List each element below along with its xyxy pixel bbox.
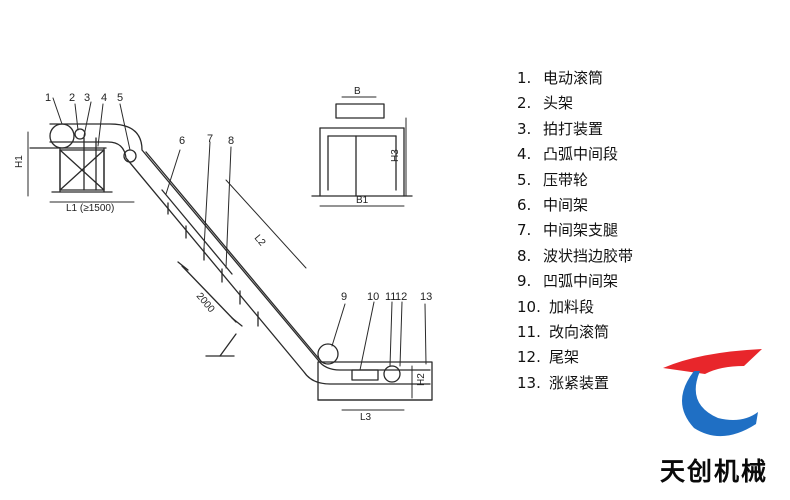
side-view-frame	[311, 103, 413, 197]
callout-6: 6	[179, 135, 185, 147]
dim-h2: H2	[416, 373, 427, 386]
callout-2: 2	[69, 92, 75, 104]
legend-item: 2.头架	[517, 94, 574, 113]
tail-frame	[317, 361, 433, 401]
legend-item: 10.加料段	[517, 297, 595, 316]
callout-4: 4	[101, 92, 107, 104]
beater-device	[74, 128, 86, 140]
brand-name: 天创机械	[660, 457, 769, 486]
legend-item: 11.改向滚筒	[517, 322, 610, 341]
dim-2000: 2000	[194, 291, 217, 315]
callout-1: 1	[45, 92, 51, 104]
corrugated-belt	[49, 123, 431, 385]
head-frame	[29, 137, 113, 193]
legend-item: 9.凹弧中间架	[517, 272, 619, 291]
callout-numbers: 1 2 3 4 5 6 7 8 9 10 11 12 13	[45, 92, 432, 303]
legend-item: 13.涨紧装置	[517, 373, 610, 392]
dim-b1: B1	[356, 195, 369, 206]
callout-10: 10	[367, 291, 379, 303]
dim-h1: H1	[14, 155, 25, 168]
dim-l1: L1 (≥1500)	[66, 203, 114, 214]
callout-7: 7	[207, 133, 213, 145]
brand-logo-icon	[663, 349, 762, 437]
dim-l2: L2	[252, 233, 268, 249]
legend-item: 1.电动滚筒	[517, 69, 604, 87]
drive-drum	[49, 123, 75, 149]
dim-l3: L3	[360, 412, 372, 423]
spacing-dimension	[177, 261, 243, 327]
legend-item: 5.压带轮	[517, 170, 589, 189]
legend-item: 12.尾架	[517, 348, 580, 367]
callout-13: 13	[420, 291, 432, 303]
dim-h3: H3	[390, 149, 401, 162]
callout-3: 3	[84, 92, 90, 104]
callout-8: 8	[228, 135, 234, 147]
legend-item: 3.拍打装置	[517, 119, 604, 138]
dimension-lines	[27, 96, 413, 411]
callout-5: 5	[117, 92, 123, 104]
leader-lines	[52, 97, 427, 371]
legend-item: 4.凸弧中间段	[517, 145, 619, 164]
dim-b: B	[354, 86, 361, 97]
legend-item: 7.中间架支腿	[517, 221, 619, 240]
callout-9: 9	[341, 291, 347, 303]
support-legs	[167, 202, 259, 327]
legend-item: 6.中间架	[517, 195, 589, 214]
middle-frame	[145, 151, 321, 361]
legend-list: 1.电动滚筒 2.头架 3.拍打装置 4.凸弧中间段 5.压带轮 6.中间架 7…	[517, 66, 633, 396]
concave-arc-section	[317, 343, 339, 365]
callout-11: 11	[385, 291, 396, 303]
return-drum	[383, 365, 401, 383]
legend-item: 8.波状挡边胶带	[517, 246, 634, 265]
callout-12: 12	[395, 291, 407, 303]
